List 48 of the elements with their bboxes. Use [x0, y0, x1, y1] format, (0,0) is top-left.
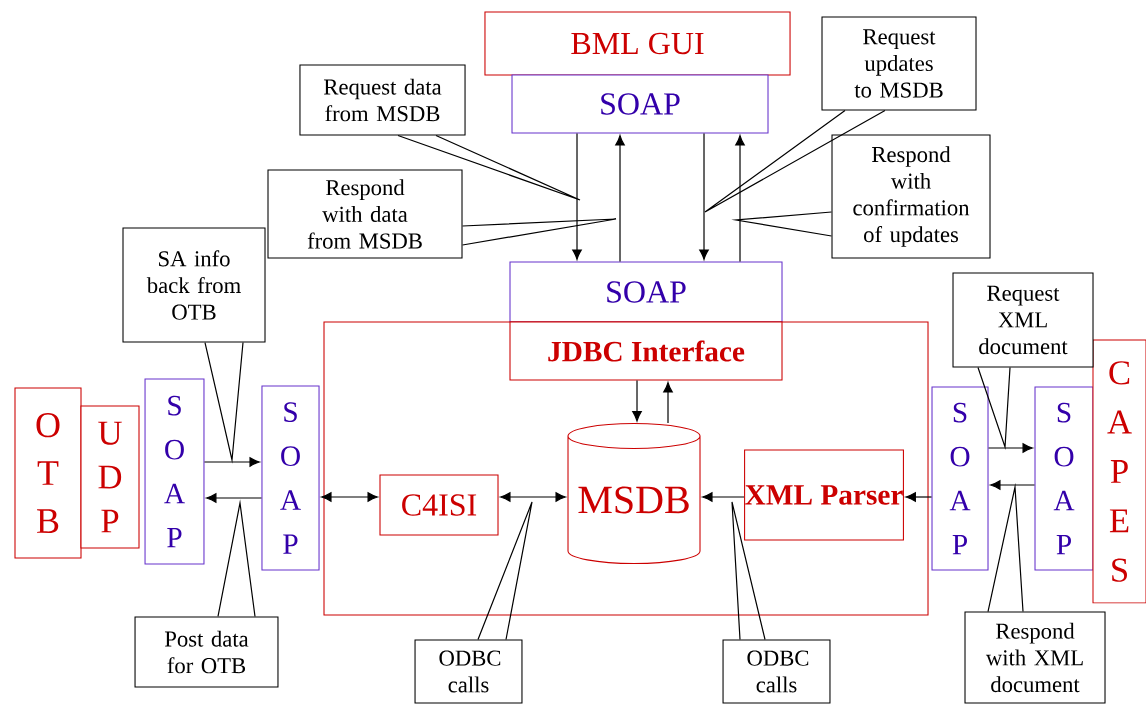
leader-line [217, 499, 256, 618]
component-box: JDBC Interface [509, 321, 783, 381]
arrow [572, 132, 582, 260]
callout-box: SA info back from OTB [122, 227, 266, 343]
arrow [615, 135, 625, 263]
callout-box: Request updates to MSDB [821, 16, 977, 111]
leader-line [477, 501, 533, 641]
component-box: OTB [14, 387, 82, 559]
arrow [632, 379, 642, 422]
callout-box: ODBC calls [722, 639, 831, 704]
component-box: XML Parser [744, 449, 904, 541]
arrow [500, 492, 566, 502]
callout-box: ODBC calls [414, 639, 523, 704]
leader-line [461, 218, 617, 246]
arrow [905, 492, 933, 502]
callout-box: Post data for OTB [134, 616, 279, 688]
arrow [990, 480, 1036, 490]
protocol-box: SOAP [1034, 386, 1094, 571]
leader-line [987, 482, 1024, 613]
leader-line [204, 341, 244, 464]
arrow [699, 132, 709, 260]
leader-line [977, 366, 1011, 451]
leader-line [397, 134, 581, 201]
callout-box: Request XML document [952, 272, 1094, 368]
component-box: CAPES [1092, 339, 1146, 604]
callout-box: Respond with confirmation of updates [831, 134, 991, 259]
arrow [987, 443, 1033, 453]
arrow [702, 492, 745, 502]
leader-line [731, 211, 833, 237]
database-cylinder: MSDB [567, 422, 701, 565]
component-box: BML GUI [484, 11, 791, 76]
callout-box: Request data from MSDB [299, 64, 466, 136]
arrow [206, 493, 263, 503]
protocol-box: SOAP [509, 261, 783, 323]
arrow [321, 492, 378, 502]
arrow [735, 135, 745, 263]
leader-line [731, 501, 766, 641]
protocol-box: SOAP [261, 385, 320, 571]
arrow [203, 457, 260, 467]
component-box: C4ISI [379, 474, 499, 536]
arrow [663, 382, 673, 424]
protocol-box: SOAP [144, 378, 205, 565]
protocol-box: SOAP [931, 386, 989, 571]
leader-line [704, 109, 886, 213]
protocol-box: SOAP [511, 74, 769, 134]
component-box: UDP [80, 405, 140, 549]
callout-box: Respond with XML document [964, 611, 1106, 704]
callout-box: Respond with data from MSDB [267, 169, 463, 259]
